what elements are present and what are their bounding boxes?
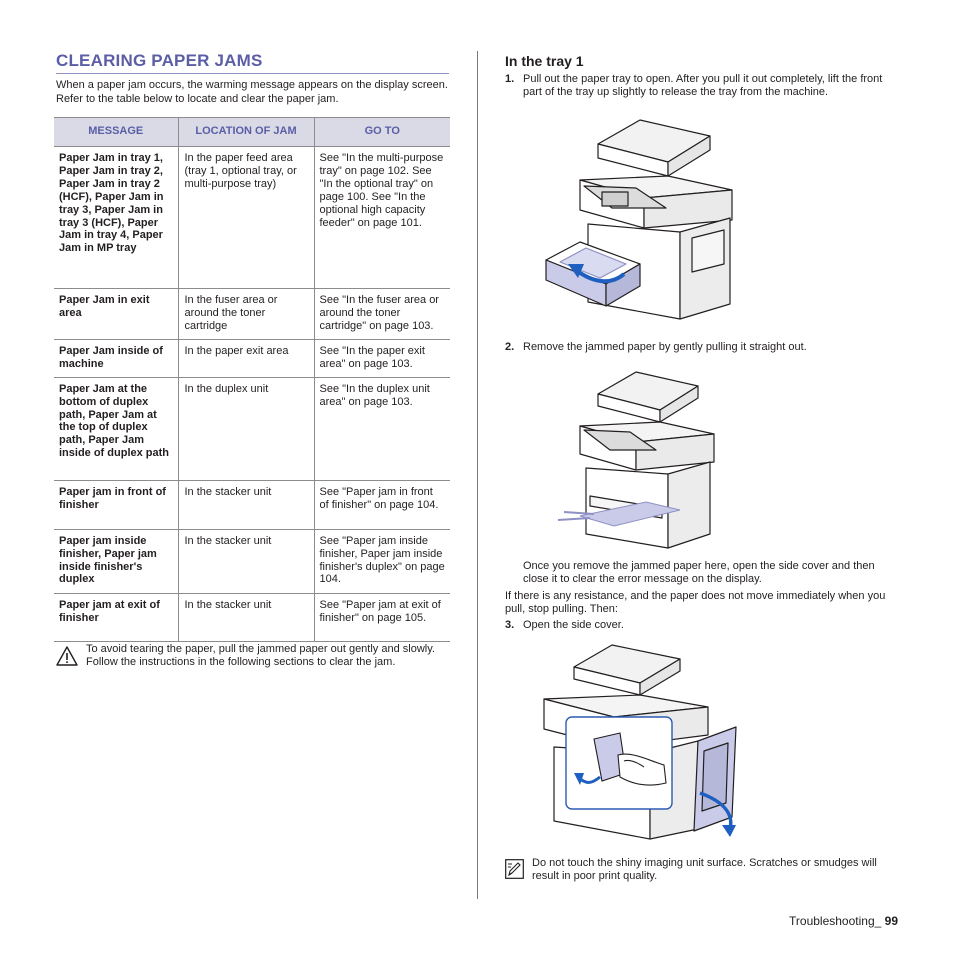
- table-row: Paper jam at exit of finisher In the sta…: [54, 593, 450, 642]
- cell-goto: See "In the duplex unit area" on page 10…: [313, 377, 450, 481]
- cell-location: In the stacker unit: [177, 480, 314, 530]
- printer-jam-removal-illustration: [557, 371, 715, 549]
- cell-message: Paper Jam at the bottom of duplex path, …: [54, 377, 178, 481]
- paper-jam-table: MESSAGE LOCATION OF JAM GO TO Paper Jam …: [54, 117, 450, 642]
- table-row: Paper jam inside finisher, Paper jam ins…: [54, 529, 450, 594]
- note-text: Do not touch the shiny imaging unit surf…: [532, 857, 877, 882]
- cell-location: In the duplex unit: [177, 377, 314, 481]
- table-header-row: MESSAGE LOCATION OF JAM GO TO: [54, 117, 450, 147]
- printer-tray-illustration: [545, 119, 733, 320]
- cell-location: In the paper feed area (tray 1, optional…: [177, 146, 314, 289]
- step-text: Pull out the paper tray to open. After y…: [523, 73, 883, 98]
- section-subtitle: In the tray 1: [505, 53, 584, 69]
- cell-message: Paper jam at exit of finisher: [54, 593, 178, 642]
- cell-message: Paper jam inside finisher, Paper jam ins…: [54, 529, 178, 594]
- column-header-message: MESSAGE: [54, 117, 179, 147]
- cell-message: Paper Jam in tray 1, Paper Jam in tray 2…: [54, 146, 178, 289]
- cell-location: In the fuser area or around the toner ca…: [177, 288, 314, 340]
- table-row: Paper Jam in exit area In the fuser area…: [54, 288, 450, 340]
- cell-message: Paper jam in front of finisher: [54, 480, 178, 530]
- resistance-text: If there is any resistance, and the pape…: [505, 590, 886, 615]
- warning-triangle-icon: [56, 646, 78, 666]
- caution-text: To avoid tearing the paper, pull the jam…: [86, 643, 435, 668]
- table-row: Paper jam in front of finisher In the st…: [54, 480, 450, 530]
- cell-goto: See "In the paper exit area" on page 103…: [313, 339, 450, 378]
- cell-location: In the paper exit area: [177, 339, 314, 378]
- table-row: Paper Jam inside of machine In the paper…: [54, 339, 450, 378]
- step-text: Remove the jammed paper by gently pullin…: [523, 341, 807, 353]
- step-number: 3.: [505, 619, 515, 631]
- after-step2-text: Once you remove the jammed paper here, o…: [523, 560, 875, 585]
- column-header-goto: GO TO: [313, 117, 450, 147]
- step-1: 1. Pull out the paper tray to open. Afte…: [505, 73, 895, 103]
- cell-goto: See "In the fuser area or around the ton…: [313, 288, 450, 340]
- step-3: 3. Open the side cover.: [505, 619, 895, 633]
- cell-location: In the stacker unit: [177, 593, 314, 642]
- cell-message: Paper Jam in exit area: [54, 288, 178, 340]
- step-number: 1.: [505, 73, 515, 85]
- title-underline: [56, 73, 449, 74]
- note-pencil-icon: [505, 859, 524, 879]
- cell-message: Paper Jam inside of machine: [54, 339, 178, 378]
- cell-goto: See "Paper jam at exit of finisher" on p…: [313, 593, 450, 642]
- cell-location: In the stacker unit: [177, 529, 314, 594]
- printer-side-cover-illustration: [543, 644, 737, 840]
- step-number: 2.: [505, 341, 515, 353]
- table-row: Paper Jam at the bottom of duplex path, …: [54, 377, 450, 481]
- table-row: Paper Jam in tray 1, Paper Jam in tray 2…: [54, 146, 450, 289]
- cell-goto: See "Paper jam inside finisher, Paper ja…: [313, 529, 450, 594]
- step-text: Open the side cover.: [523, 619, 624, 631]
- step-2: 2. Remove the jammed paper by gently pul…: [505, 341, 895, 355]
- footer-section: Troubleshooting_: [789, 914, 885, 928]
- page-title: CLEARING PAPER JAMS: [56, 51, 263, 70]
- cell-goto: See "In the multi-purpose tray" on page …: [313, 146, 450, 289]
- column-header-location: LOCATION OF JAM: [177, 117, 315, 147]
- page-number: 99: [884, 914, 898, 928]
- intro-paragraph: When a paper jam occurs, the warming mes…: [56, 79, 448, 105]
- page-footer: Troubleshooting_ 99: [789, 914, 898, 928]
- cell-goto: See "Paper jam in front of finisher" on …: [313, 480, 450, 530]
- column-divider: [477, 51, 478, 899]
